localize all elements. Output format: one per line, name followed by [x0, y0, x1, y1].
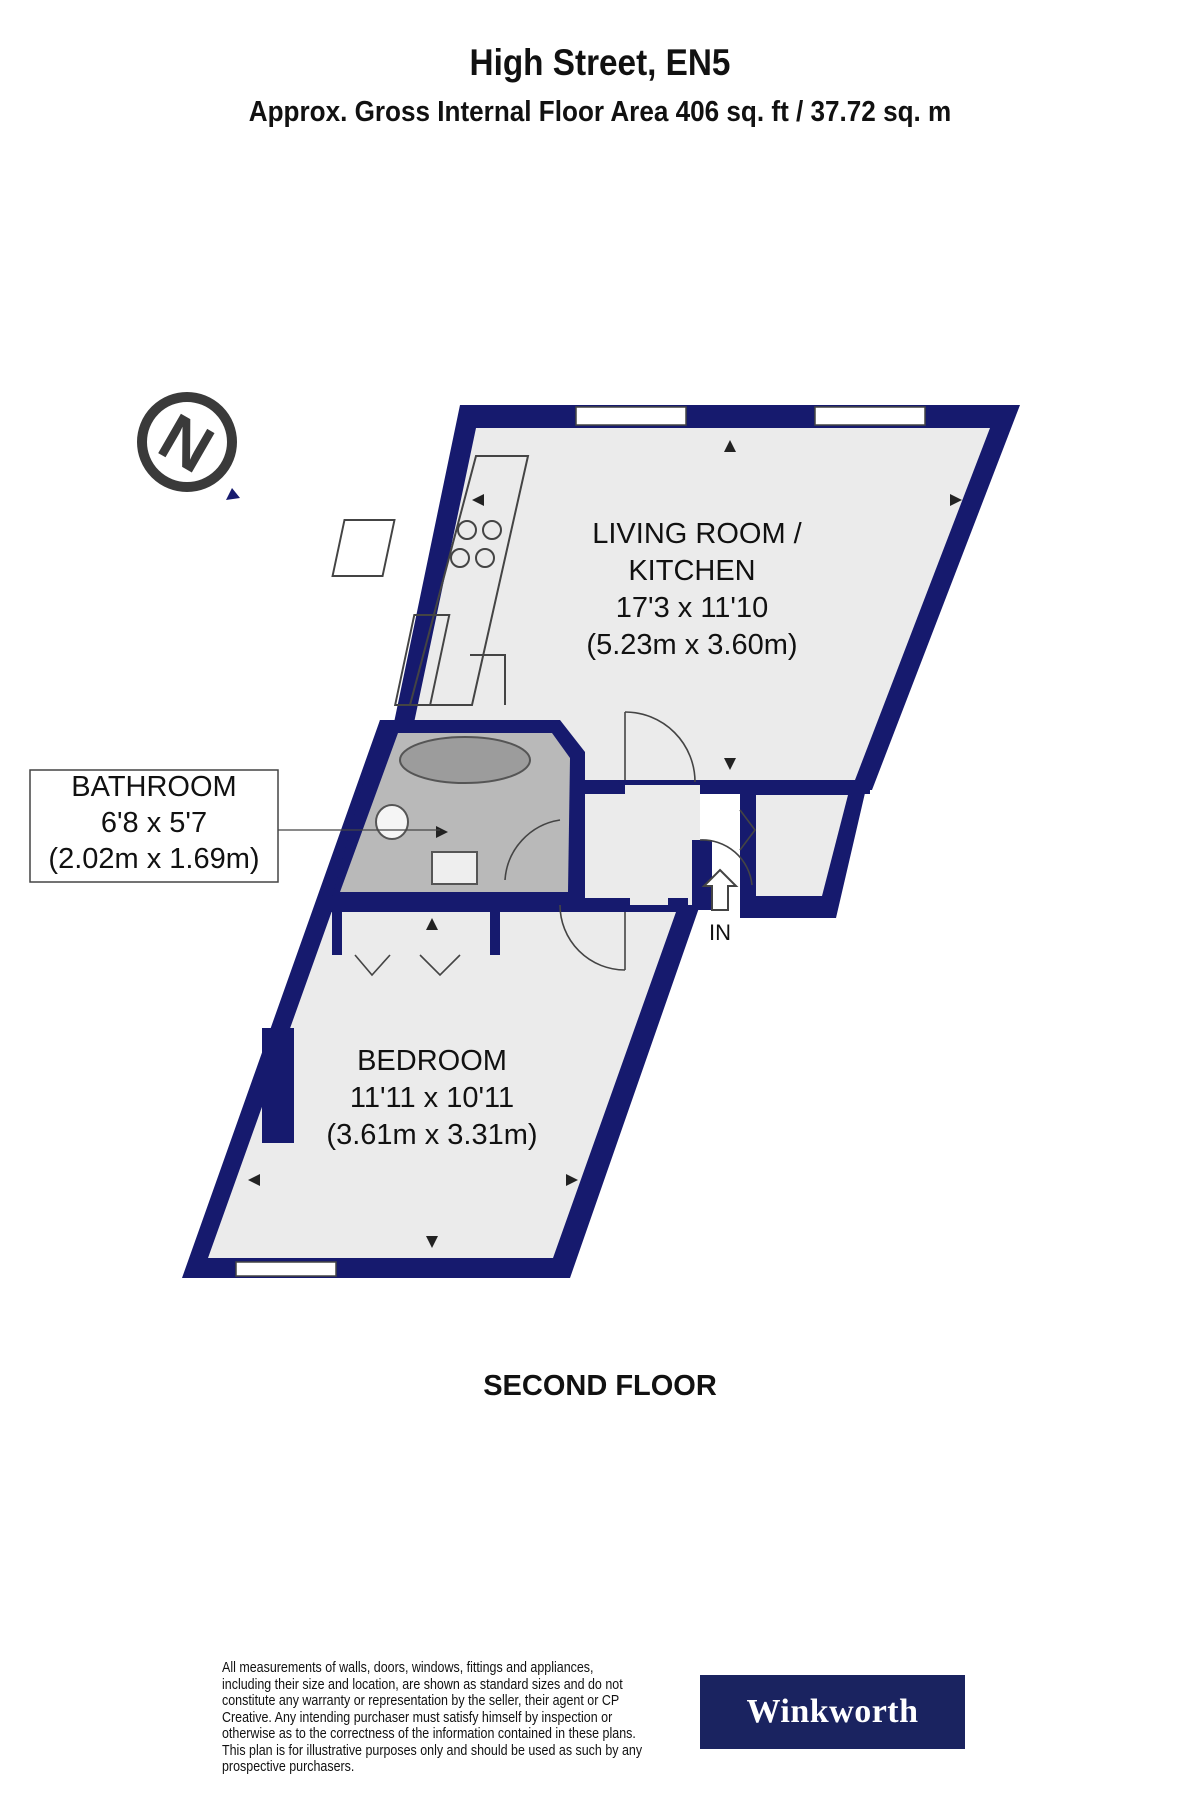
floor-label: SECOND FLOOR [483, 1370, 717, 1402]
living-room-name-line1: LIVING ROOM / [592, 518, 802, 550]
agent-logo: Winkworth [700, 1675, 965, 1749]
plan-title: High Street, EN5 [469, 42, 731, 83]
windows [235, 406, 926, 1277]
bathroom-callout: BATHROOM 6'8 x 5'7 (2.02m x 1.69m) [29, 769, 440, 883]
kitchen-units [331, 455, 530, 706]
doors [354, 711, 756, 977]
interior-walls [262, 780, 870, 1143]
dimension-arrows [248, 440, 962, 1248]
hallway-floor [560, 785, 700, 905]
compass-icon: N [137, 392, 240, 500]
bathroom-imperial: 6'8 x 5'7 [101, 807, 207, 839]
bathroom-metric: (2.02m x 1.69m) [48, 843, 259, 875]
bedroom-name: BEDROOM [357, 1045, 507, 1077]
living-room-labels: LIVING ROOM / KITCHEN 17'3 x 11'10 (5.23… [586, 518, 802, 661]
toilet-icon [375, 804, 409, 840]
bathroom-name: BATHROOM [71, 771, 236, 803]
disclaimer-text: All measurements of walls, doors, window… [222, 1660, 643, 1775]
basin-icon [431, 851, 478, 885]
bedroom-labels: BEDROOM 11'11 x 10'11 (3.61m x 3.31m) [326, 1045, 537, 1151]
bathtub-icon [399, 736, 531, 784]
living-room-name-line2: KITCHEN [628, 555, 755, 587]
floor-area-subtitle: Approx. Gross Internal Floor Area 406 sq… [248, 96, 952, 128]
bathroom-area [330, 720, 585, 905]
living-room-imperial: 17'3 x 11'10 [616, 592, 768, 624]
exterior-walls [182, 405, 1020, 1278]
entrance-label: IN [709, 920, 731, 945]
entrance-arrow-icon [701, 868, 739, 911]
living-room-metric: (5.23m x 3.60m) [586, 629, 797, 661]
bedroom-imperial: 11'11 x 10'11 [350, 1082, 514, 1114]
bedroom-metric: (3.61m x 3.31m) [326, 1119, 537, 1151]
